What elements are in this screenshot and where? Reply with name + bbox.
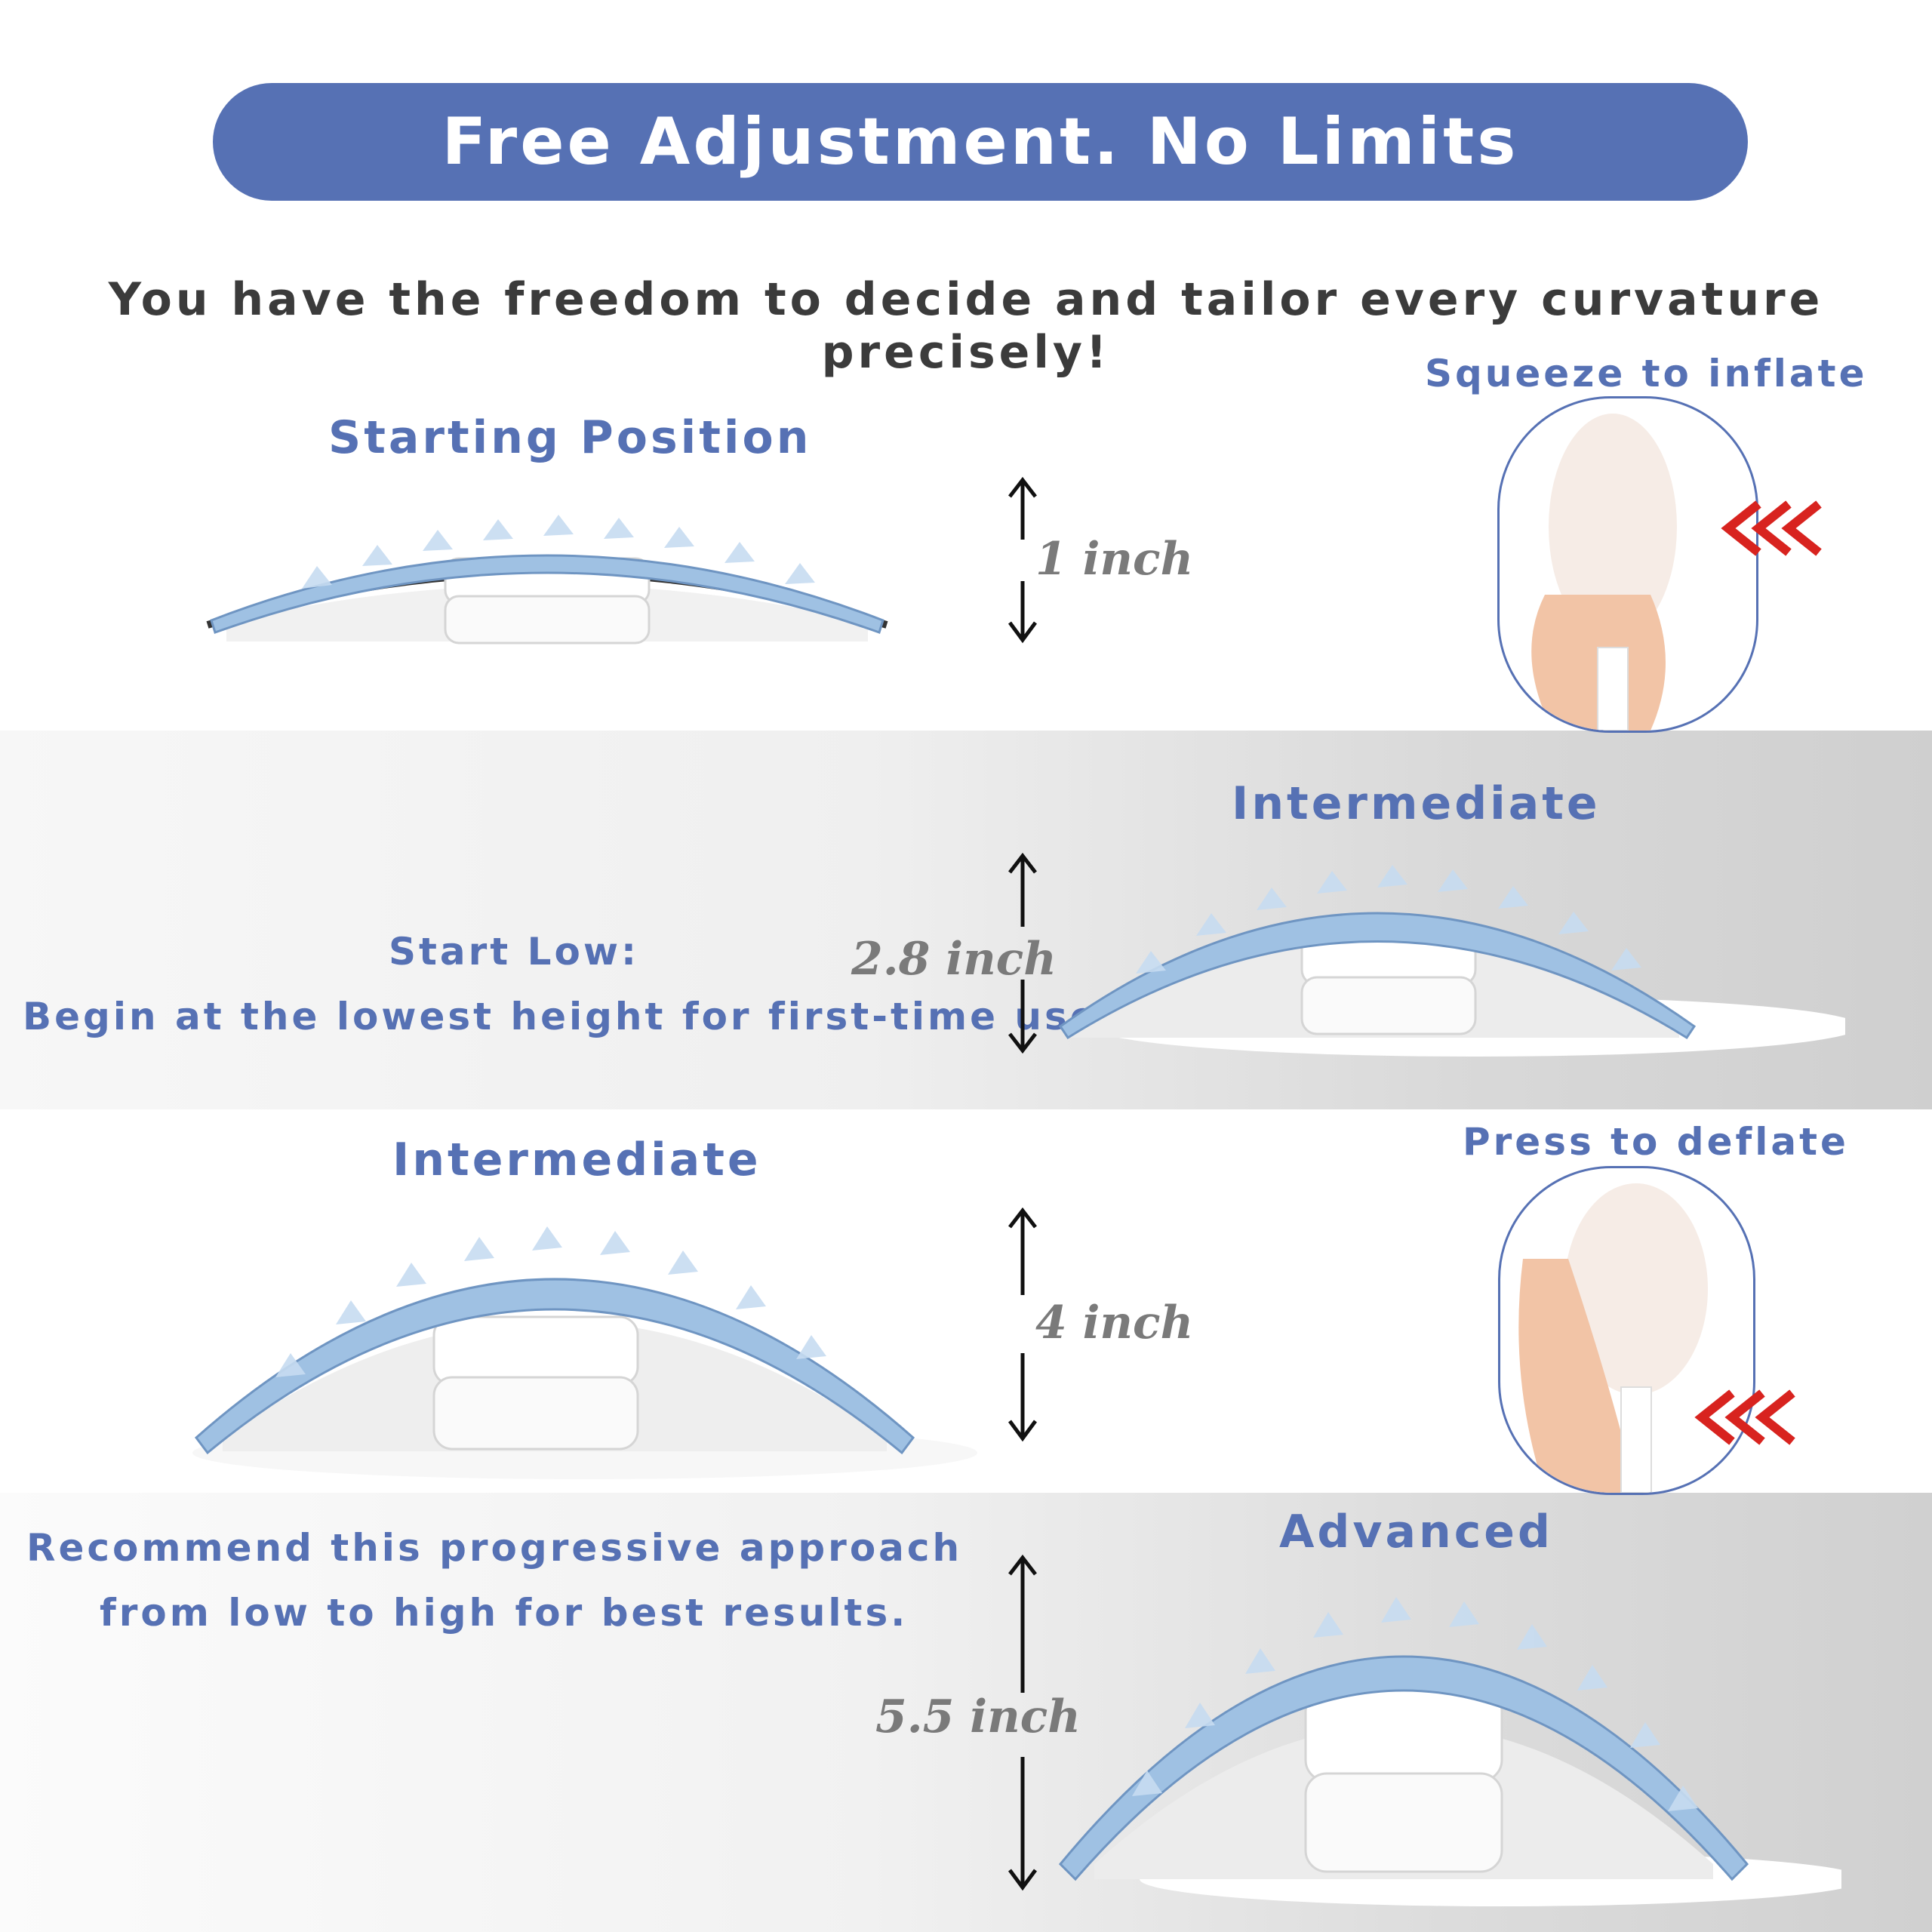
tip-start-line1: Start Low: xyxy=(389,930,640,974)
tip-start-line2: Begin at the lowest height for first-tim… xyxy=(23,995,1099,1038)
section-label-intermediate-2: Intermediate xyxy=(392,1134,761,1186)
section-label-advanced: Advanced xyxy=(1279,1506,1553,1558)
back-stretcher-mid-image xyxy=(1058,865,1845,1057)
section-label-intermediate-1: Intermediate xyxy=(1232,777,1601,830)
inflate-arrow-icon xyxy=(1721,500,1822,556)
tip-progress-line1: Recommend this progressive approach xyxy=(26,1526,963,1570)
height-label-2: 2.8 inch xyxy=(851,933,1057,986)
hand-squeeze-bulb-image xyxy=(1531,414,1677,731)
deflate-caption: Press to deflate xyxy=(1463,1120,1849,1164)
inflate-caption: Squeeze to inflate xyxy=(1425,352,1868,395)
back-stretcher-advanced-image xyxy=(1058,1597,1841,1906)
height-arrow-3 xyxy=(1008,1207,1038,1442)
hand-press-bulb-image xyxy=(1518,1183,1708,1493)
height-label-3: 4 inch xyxy=(1035,1297,1194,1349)
tip-progress-line2: from low to high for best results. xyxy=(100,1591,909,1635)
section-label-starting: Starting Position xyxy=(328,411,812,464)
height-arrow-4 xyxy=(1008,1554,1038,1891)
deflate-arrow-icon xyxy=(1694,1389,1795,1445)
subtitle: You have the freedom to decide and tailo… xyxy=(108,273,1824,379)
page-title: Free Adjustment. No Limits xyxy=(441,104,1519,180)
height-label-4: 5.5 inch xyxy=(875,1690,1081,1743)
back-stretcher-low-image xyxy=(206,515,888,645)
inflate-bulb-frame xyxy=(1497,396,1758,733)
deflate-bulb-frame xyxy=(1498,1166,1755,1495)
title-banner: Free Adjustment. No Limits xyxy=(213,83,1748,201)
height-arrow-2 xyxy=(1008,852,1037,1054)
back-stretcher-high-image xyxy=(192,1226,977,1479)
height-label-1: 1 inch xyxy=(1035,533,1194,586)
height-arrow-1 xyxy=(1008,476,1038,644)
